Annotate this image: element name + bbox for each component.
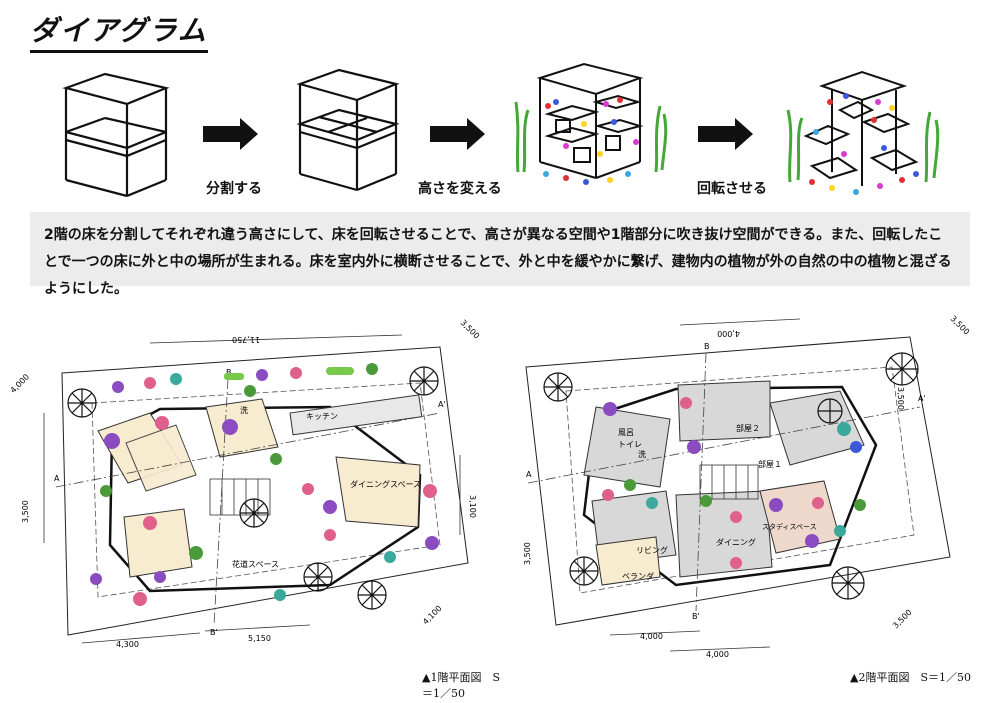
- tree-icon: [409, 366, 439, 396]
- room-toilet: トイレ: [618, 440, 642, 449]
- description-box: 2階の床を分割してそれぞれ違う高さにして、床を回転させることで、高さが異なる空間…: [30, 212, 970, 297]
- page-title: ダイアグラム: [30, 14, 208, 53]
- diagram-steps: 分割する 高さを変える 回転させる: [0, 62, 1000, 212]
- dim-bottom-1: 4,300: [116, 640, 139, 649]
- tree-icon: [817, 398, 843, 424]
- dim-bottom-right: 4,100: [421, 604, 444, 627]
- floor-plan-1: 11,750 3,500 3,100 4,300 5,150 4,100 3,5…: [0, 295, 500, 700]
- floor-plan-1-drawing: 11,750 3,500 3,100 4,300 5,150 4,100 3,5…: [9, 318, 482, 649]
- room-1: 部屋１: [758, 459, 782, 469]
- dim-top-1: 11,750: [232, 335, 260, 344]
- tree-icon: [569, 556, 599, 586]
- dim2-top: 4,000: [717, 329, 740, 338]
- dim2-right: 3,500: [896, 387, 905, 410]
- cube-heights: [536, 62, 644, 179]
- step-label-height: 高さを変える: [418, 181, 502, 197]
- arrow-3: [698, 118, 753, 150]
- room-kitchen: キッチン: [306, 412, 338, 421]
- floor-plan-2: 4,000 3,500 3,500 3,500 4,000 4,000 3,50…: [500, 295, 990, 695]
- room-2: 部屋２: [736, 423, 760, 433]
- room-living: リビング: [636, 545, 668, 555]
- dim2-bottom-1: 4,000: [640, 632, 663, 641]
- dim2-bottom-2: 4,000: [706, 650, 729, 659]
- room-study: スタディスペース: [762, 522, 817, 531]
- tree-icon: [885, 352, 919, 386]
- dim2-top-right: 3,500: [949, 314, 972, 337]
- room-flower-path: 花道スペース: [232, 559, 279, 569]
- room-bath: 風呂: [618, 428, 634, 437]
- step-label-rotate: 回転させる: [697, 181, 767, 197]
- plants-step4: [786, 93, 940, 195]
- marker2-b: B: [704, 342, 710, 351]
- room-dining-2: ダイニング: [716, 537, 756, 547]
- tree-icon: [67, 388, 97, 418]
- arrow-1: [203, 118, 258, 150]
- tree-icon: [543, 372, 573, 402]
- marker-a: A: [54, 474, 60, 483]
- tree-icon: [357, 580, 387, 610]
- cube-original: [62, 72, 170, 198]
- diagram-steps-drawing: [62, 62, 940, 198]
- tree-icon: [831, 566, 865, 600]
- step-label-divide: 分割する: [206, 181, 262, 197]
- cube-rotated: [803, 70, 919, 186]
- dim-bottom-2: 5,150: [248, 634, 271, 643]
- dim-top-right: 3,500: [459, 318, 482, 341]
- room-wash-2: 洗: [638, 449, 646, 459]
- dim2-left: 3,500: [523, 542, 532, 565]
- marker-a-prime: A': [438, 400, 446, 409]
- tree-icon: [303, 562, 333, 592]
- dim2-bottom-right: 3,500: [891, 608, 914, 631]
- dim-left-1: 3,500: [21, 500, 30, 523]
- plan-2-caption: ▲2階平面図 S＝1／50: [850, 671, 971, 684]
- room-dining: ダイニングスペース: [350, 479, 421, 489]
- marker2-b-prime: B': [692, 612, 700, 621]
- room-veranda: ベランダ: [622, 571, 654, 581]
- marker-b-prime: B': [210, 628, 218, 637]
- dim-top-left: 4,000: [9, 372, 32, 395]
- floor-plan-2-drawing: 4,000 3,500 3,500 3,500 4,000 4,000 3,50…: [523, 314, 972, 659]
- marker2-a-prime: A': [918, 394, 926, 403]
- marker-b: B: [226, 368, 232, 377]
- room-wash: 洗: [240, 405, 248, 415]
- plant-clusters: [90, 363, 439, 606]
- tree-icon: [239, 498, 269, 528]
- marker2-a: A: [526, 470, 532, 479]
- plant-clusters-2: [602, 397, 866, 569]
- arrow-2: [430, 118, 485, 150]
- plants-step3: [514, 97, 668, 185]
- plan-1-caption: ▲1階平面図 S＝1／50: [422, 671, 500, 700]
- cube-divided: [296, 68, 400, 192]
- dim-right-1: 3,100: [468, 495, 477, 518]
